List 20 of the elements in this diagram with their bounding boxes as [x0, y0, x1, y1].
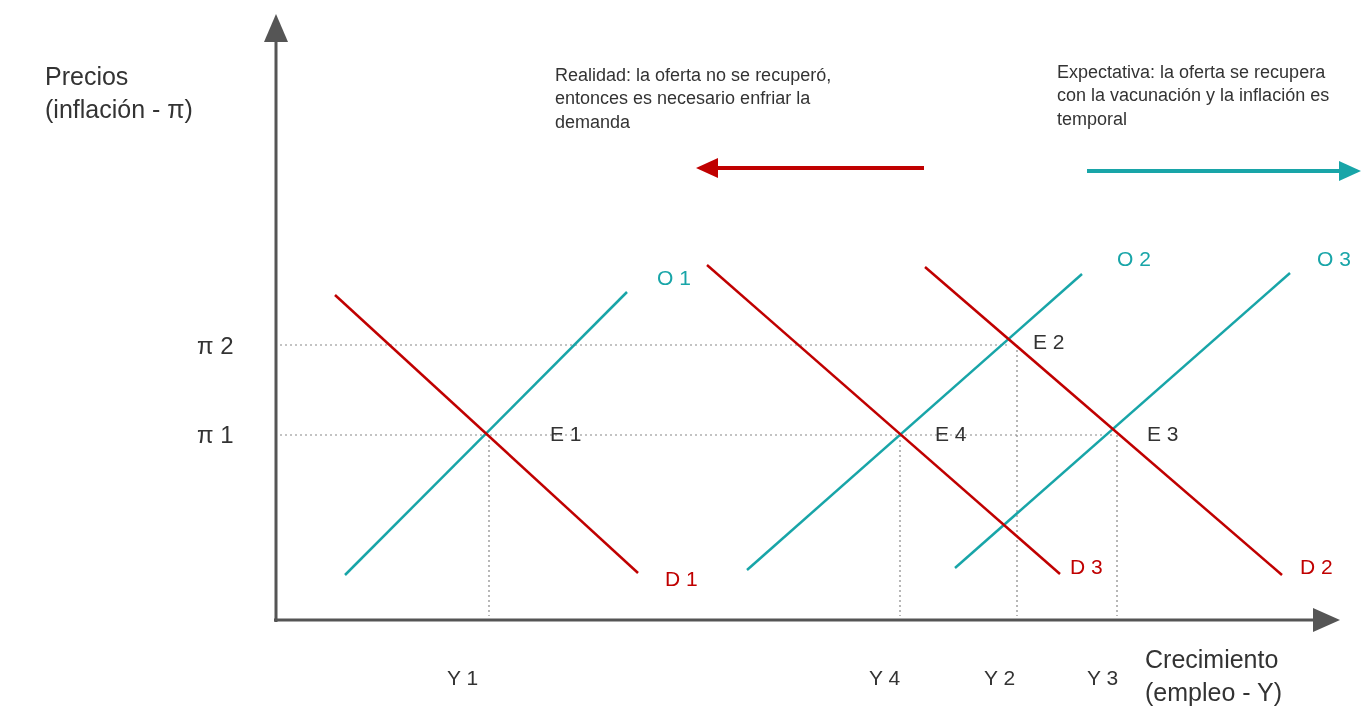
equilibrium-label: E 4 — [935, 421, 967, 447]
price-level-label: π 2 — [197, 331, 234, 361]
axis-label: Crecimiento (empleo - Y) — [1145, 644, 1284, 708]
axis-label: Precios (inflación - π) — [45, 61, 194, 125]
price-level-label: π 1 — [197, 420, 234, 450]
equilibrium-label: E 3 — [1147, 421, 1179, 447]
annotation-text: Realidad: la oferta no se recuperó, entonces es necesario enfriar la demanda — [555, 64, 833, 134]
output-level-label: Y 3 — [1087, 665, 1119, 691]
equilibrium-label: E 1 — [550, 421, 582, 447]
supply-curve-label: O 1 — [657, 265, 691, 291]
supply-curve-label: O 2 — [1117, 246, 1151, 272]
output-level-label: Y 4 — [869, 665, 901, 691]
demand-curve-label: D 3 — [1070, 554, 1103, 580]
output-level-label: Y 2 — [984, 665, 1016, 691]
demand-curve-label: D 1 — [665, 566, 698, 592]
output-level-label: Y 1 — [447, 665, 479, 691]
equilibrium-label: E 2 — [1033, 329, 1065, 355]
annotation-text: Expectativa: la oferta se recupera con la vacunación y la inflación es temporal — [1057, 61, 1331, 131]
supply-curve-label: O 3 — [1317, 246, 1351, 272]
demand-curve-label: D 2 — [1300, 554, 1333, 580]
